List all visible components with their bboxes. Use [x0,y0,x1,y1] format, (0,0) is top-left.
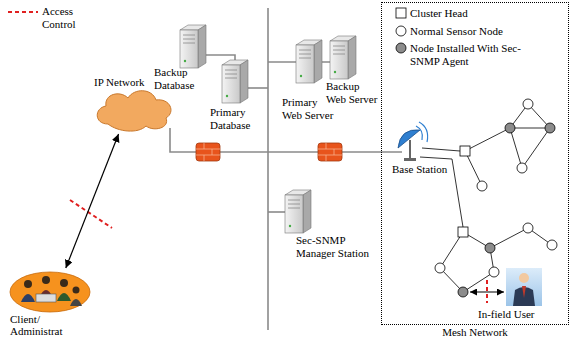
node-label: Primary Database [210,106,270,131]
legend-sample [396,8,406,18]
backup-database-icon [180,25,206,68]
database-label: Backup Database [154,66,214,91]
mesh-links [420,104,552,292]
backup-web-server-icon [330,36,356,79]
node-label: Mesh Network [382,326,568,339]
manager-station: Sec-SNMP Manager Station [296,234,376,259]
node-label: In-field User [478,308,548,321]
backbone-wires [170,8,402,330]
base-station-antenna [398,122,428,161]
node-label: IP Network [94,76,170,89]
node-label: Primary Web Server [282,96,338,121]
database-label: Primary Database [210,106,270,131]
ip-cloud [97,91,171,131]
in-field-user-illustration [506,268,542,306]
user-access-arrow [470,291,504,292]
legend-sample [396,26,406,36]
primary-web-server-icon [296,40,322,83]
legend-label: Access Control [42,5,86,30]
legend-sample [396,43,406,53]
legend-label: Cluster Head [410,7,530,20]
in-field-user: In-field User [478,308,548,321]
client-group: Client/ Administrat [10,268,94,338]
network-cloud: IP Network [90,76,170,134]
server-label: Primary Web Server [282,96,338,121]
node-label: Sec-SNMP Manager Station [296,234,376,259]
node-label: Client/ Administrat [10,313,94,338]
primary-database-icon [222,60,248,103]
firewall-icon [196,143,220,161]
base-station: Base Station [392,163,456,176]
mesh-nodes [435,99,557,297]
manager-station-icon [285,190,311,233]
node-label: Backup Database [154,66,214,91]
server-label: Backup Web Server [326,80,380,105]
client-illustration [10,272,90,312]
legend-sample [8,12,38,13]
access-control-line [486,280,488,303]
connector-arrow [66,134,119,268]
legend-label: Normal Sensor Node [410,25,530,38]
node-label: Base Station [392,163,456,176]
node-label: Backup Web Server [326,80,380,105]
firewall-icon [318,143,342,161]
legend-label: Node Installed With Sec-SNMP Agent [410,42,530,67]
